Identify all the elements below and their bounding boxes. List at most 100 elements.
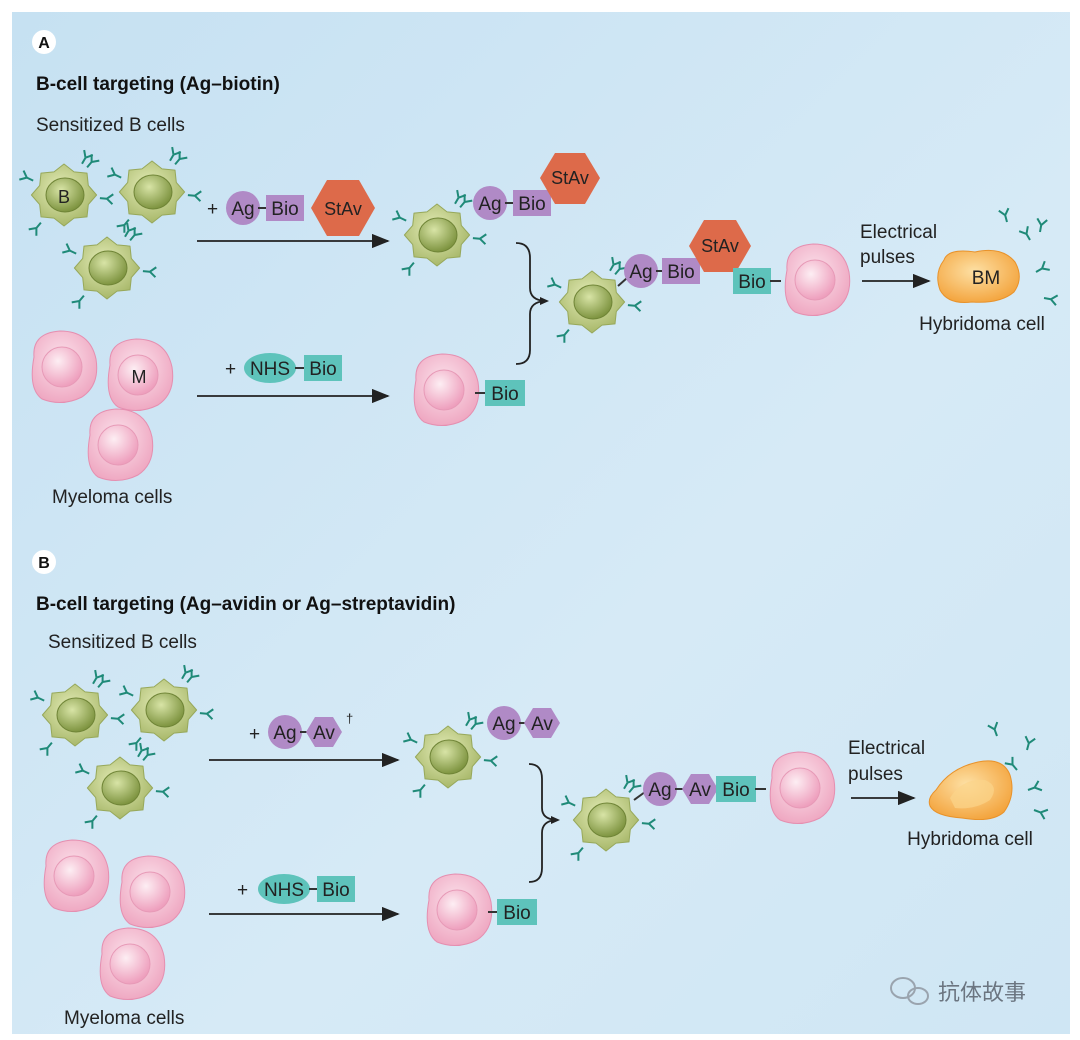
surface-antibody-icon	[556, 328, 570, 343]
plus-sign: +	[207, 199, 218, 220]
linker	[617, 277, 628, 287]
surface-antibody-icon	[92, 669, 105, 685]
surface-antibody-icon	[401, 261, 415, 276]
streptavidin-hexagon	[311, 180, 375, 236]
panel-a-letter: A	[38, 35, 50, 52]
b-cell	[19, 149, 114, 236]
surface-antibody-icon	[142, 266, 157, 278]
watermark-text: 抗体故事	[938, 980, 1026, 1005]
hybridoma-nucleus	[950, 779, 994, 809]
myeloma-cell-biotinylated	[413, 353, 480, 426]
myeloma-nucleus	[129, 871, 171, 913]
surface-antibody-icon	[28, 221, 42, 236]
panel-b: B B-cell targeting (Ag–avidin or Ag–stre…	[30, 550, 1049, 1029]
surface-antibody-icon	[81, 149, 94, 165]
surface-antibody-icon	[110, 713, 125, 725]
surface-antibody-icon	[107, 167, 122, 179]
plus-sign: +	[237, 880, 248, 901]
merge-arrowhead	[551, 816, 560, 824]
antibody-icon	[1035, 260, 1050, 273]
b-cell-nucleus	[101, 770, 141, 806]
b-cell-bridged	[547, 256, 642, 343]
myeloma-nucleus	[41, 346, 83, 388]
surface-antibody-icon	[392, 210, 407, 222]
b-cell-nucleus	[45, 177, 85, 213]
secreted-antibodies	[998, 207, 1059, 306]
streptavidin-label: StAv	[701, 236, 739, 256]
antibody-icon	[1004, 756, 1018, 771]
hybridoma-mark: BM	[972, 268, 1001, 289]
ag-bio-conjugate: Ag Bio	[226, 191, 304, 225]
surface-antibody-icon	[128, 736, 142, 751]
biotin-label: Bio	[518, 194, 545, 215]
surface-antibody-icon	[187, 190, 202, 202]
panel-a: A B-cell targeting (Ag–biotin) Sensitize…	[19, 30, 1059, 508]
surface-antibody-icon	[169, 146, 182, 162]
surface-antibody-icon	[84, 814, 98, 829]
biotin-label: Bio	[667, 262, 694, 283]
surface-antibody-icon	[199, 708, 214, 720]
avidin-hexagon	[524, 708, 560, 738]
myeloma-cell	[43, 839, 110, 912]
hybridoma-body	[937, 249, 1020, 303]
biotin-tag	[485, 380, 525, 406]
surface-antibody-icon	[119, 685, 134, 697]
b-cell-nucleus	[56, 697, 96, 733]
nhs-label: NHS	[264, 880, 304, 901]
nhs-ester	[244, 353, 296, 383]
biotin-label: Bio	[309, 359, 336, 380]
streptavidin-label: StAv	[551, 168, 589, 188]
b-cell-nucleus	[418, 217, 458, 253]
antibody-icon	[1033, 808, 1049, 820]
avidin-hexagon	[306, 717, 342, 747]
myeloma-nucleus	[794, 259, 836, 301]
surface-antibody-icon	[403, 732, 418, 744]
b-cell-nucleus	[88, 250, 128, 286]
biotin-label: Bio	[722, 780, 749, 801]
biotin-tag	[662, 258, 700, 284]
panel-a-title: B-cell targeting (Ag–biotin)	[36, 74, 280, 95]
hybridoma-label: Hybridoma cell	[907, 829, 1033, 850]
b-cell	[75, 742, 170, 829]
streptavidin: StAv	[311, 180, 375, 236]
surface-antibody-icon	[137, 742, 150, 758]
antigen-label: Ag	[273, 723, 296, 744]
surface-antibody-icon	[62, 243, 77, 255]
bridged-complex: Ag Av Bio	[633, 772, 766, 806]
surface-antibody-icon	[124, 222, 137, 238]
plus-sign: +	[249, 724, 260, 745]
myeloma-nucleus	[779, 767, 821, 809]
avidin-label: Av	[313, 723, 335, 744]
biotin-label: Bio	[503, 903, 530, 924]
b-cell-nucleus	[587, 802, 627, 838]
avidin-label: Av	[689, 780, 711, 801]
b-cell-nucleus	[145, 692, 185, 728]
plus-sign: +	[225, 359, 236, 380]
myeloma-cell	[119, 855, 186, 928]
antigen	[487, 706, 521, 740]
pulse-label-line2: pulses	[860, 247, 915, 268]
b-cells-label: Sensitized B cells	[36, 115, 185, 136]
bridged-complex: Ag Bio StAv Bio	[617, 220, 781, 294]
myeloma-nucleus	[97, 424, 139, 466]
avidin-label: Av	[531, 714, 553, 735]
pulse-label-line1: Electrical	[860, 222, 937, 243]
pulse-label-line2: pulses	[848, 764, 903, 785]
antigen	[268, 715, 302, 749]
biotin-label: Bio	[491, 384, 518, 405]
surface-antibody-icon	[71, 294, 85, 309]
diagram: A B-cell targeting (Ag–biotin) Sensitize…	[19, 30, 1059, 1029]
streptavidin-label: StAv	[324, 199, 362, 219]
biotin-label: Bio	[322, 880, 349, 901]
antibody-icon	[1043, 294, 1059, 306]
antigen	[473, 186, 507, 220]
antigen-label: Ag	[492, 714, 515, 735]
biotin-tag	[733, 268, 771, 294]
antigen	[643, 772, 677, 806]
dagger-note: †	[346, 711, 353, 726]
surface-antibody-icon	[570, 846, 584, 861]
ag-av-complex: Ag Av	[487, 706, 560, 740]
b-cells-label: Sensitized B cells	[48, 632, 197, 653]
streptavidin-hexagon	[689, 220, 751, 272]
myeloma-nucleus	[109, 943, 151, 985]
